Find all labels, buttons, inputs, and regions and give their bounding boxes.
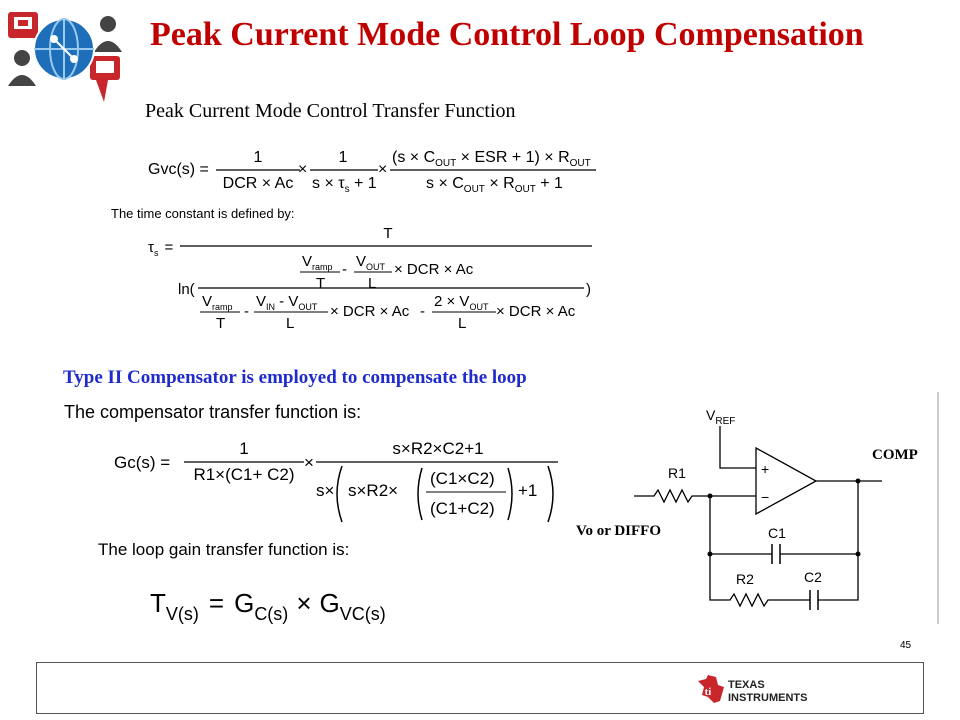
svg-text:T: T (316, 275, 325, 292)
texas-instruments-logo-icon: ti TEXAS INSTRUMENTS (698, 675, 807, 704)
svg-text:R1×(C1+ C2): R1×(C1+ C2) (193, 465, 294, 484)
svg-text:τs=: τs= (148, 239, 173, 258)
r2-label: R2 (736, 571, 754, 587)
svg-text:-: - (244, 303, 249, 320)
gc-equation: Gc(s) = 1 R1×(C1+ C2) × s×R2×C2+1 s× s×R… (114, 439, 558, 523)
time-constant-label: The time constant is defined by: (111, 206, 295, 221)
svg-text:VOUT: VOUT (356, 253, 386, 272)
svg-text:Vramp: Vramp (202, 293, 233, 312)
svg-text:-: - (342, 261, 347, 278)
svg-text:−: − (761, 489, 769, 505)
loop-gain-label: The loop gain transfer function is: (98, 540, 350, 559)
svg-text:×: × (298, 161, 307, 178)
svg-text:s×R2×C2+1: s×R2×C2+1 (392, 439, 483, 458)
svg-text:): ) (586, 281, 591, 298)
svg-text:T: T (216, 315, 225, 332)
svg-text:s×: s× (316, 481, 334, 500)
c1-label: C1 (768, 525, 786, 541)
svg-text:(C1+C2): (C1+C2) (430, 499, 495, 518)
svg-text:(C1×C2): (C1×C2) (430, 469, 495, 488)
comp-label: COMP (872, 447, 918, 463)
svg-text:DCR × Ac: DCR × Ac (223, 175, 294, 192)
svg-text:1: 1 (239, 439, 248, 458)
r1-label: R1 (668, 465, 686, 481)
op-amp (755, 446, 818, 516)
svg-text:VIN - VOUT: VIN - VOUT (256, 293, 318, 312)
tau-equation: τs= T Vramp T - VOUT L × DCR × Ac ln( ) … (148, 225, 592, 332)
svg-text:ti: ti (705, 686, 712, 698)
svg-text:ln(: ln( (178, 281, 195, 298)
vref-label: VREF (706, 407, 735, 427)
svg-text:s × COUT × ROUT + 1: s × COUT × ROUT + 1 (426, 175, 563, 195)
slide-title: Peak Current Mode Control Loop Compensat… (150, 16, 864, 53)
type2-compensator-schematic: VREF + − R1 C1 R2 C2 (634, 392, 939, 624)
svg-text:2 × VOUT: 2 × VOUT (434, 293, 489, 312)
page-number: 45 (900, 640, 912, 651)
ti-text-2: INSTRUMENTS (728, 692, 807, 704)
c2-label: C2 (804, 569, 822, 585)
svg-text:(s × COUT × ESR + 1) × ROUT: (s × COUT × ESR + 1) × ROUT (392, 149, 591, 169)
gvc-lhs: Gvc(s) = (148, 161, 209, 178)
comp-tf-label: The compensator transfer function is: (64, 402, 362, 422)
svg-text:+1: +1 (518, 481, 537, 500)
svg-text:× DCR × Ac: × DCR × Ac (496, 303, 576, 320)
svg-text:× DCR × Ac: × DCR × Ac (330, 303, 410, 320)
svg-text:×: × (304, 453, 314, 472)
loop-gain-equation: TV(s)=GC(s)×GVC(s) (150, 588, 386, 624)
gvc-equation: Gvc(s) = 1 DCR × Ac × 1 s × τs + 1 × (s … (148, 149, 596, 195)
svg-text:1: 1 (254, 149, 263, 166)
section2-heading: Type II Compensator is employed to compe… (63, 367, 527, 388)
svg-text:TV(s)=GC(s)×GVC(s): TV(s)=GC(s)×GVC(s) (150, 588, 386, 624)
svg-text:-: - (420, 303, 425, 320)
svg-text:L: L (458, 315, 466, 332)
section1-heading: Peak Current Mode Control Transfer Funct… (145, 100, 516, 122)
svg-text:× DCR × Ac: × DCR × Ac (394, 261, 474, 278)
svg-text:×: × (378, 161, 387, 178)
svg-text:1: 1 (339, 149, 348, 166)
footer-bar (36, 662, 924, 714)
svg-text:s × τs + 1: s × τs + 1 (312, 175, 377, 195)
svg-text:T: T (383, 225, 392, 242)
svg-text:Gc(s) =: Gc(s) = (114, 453, 170, 472)
ti-text-1: TEXAS (728, 679, 765, 691)
svg-text:Vramp: Vramp (302, 253, 333, 272)
svg-text:L: L (286, 315, 294, 332)
svg-text:+: + (761, 461, 769, 477)
svg-text:L: L (368, 275, 376, 292)
vo-diffo-label: Vo or DIFFO (576, 523, 662, 539)
networked-people-globe-icon (8, 12, 122, 102)
svg-text:s×R2×: s×R2× (348, 481, 398, 500)
